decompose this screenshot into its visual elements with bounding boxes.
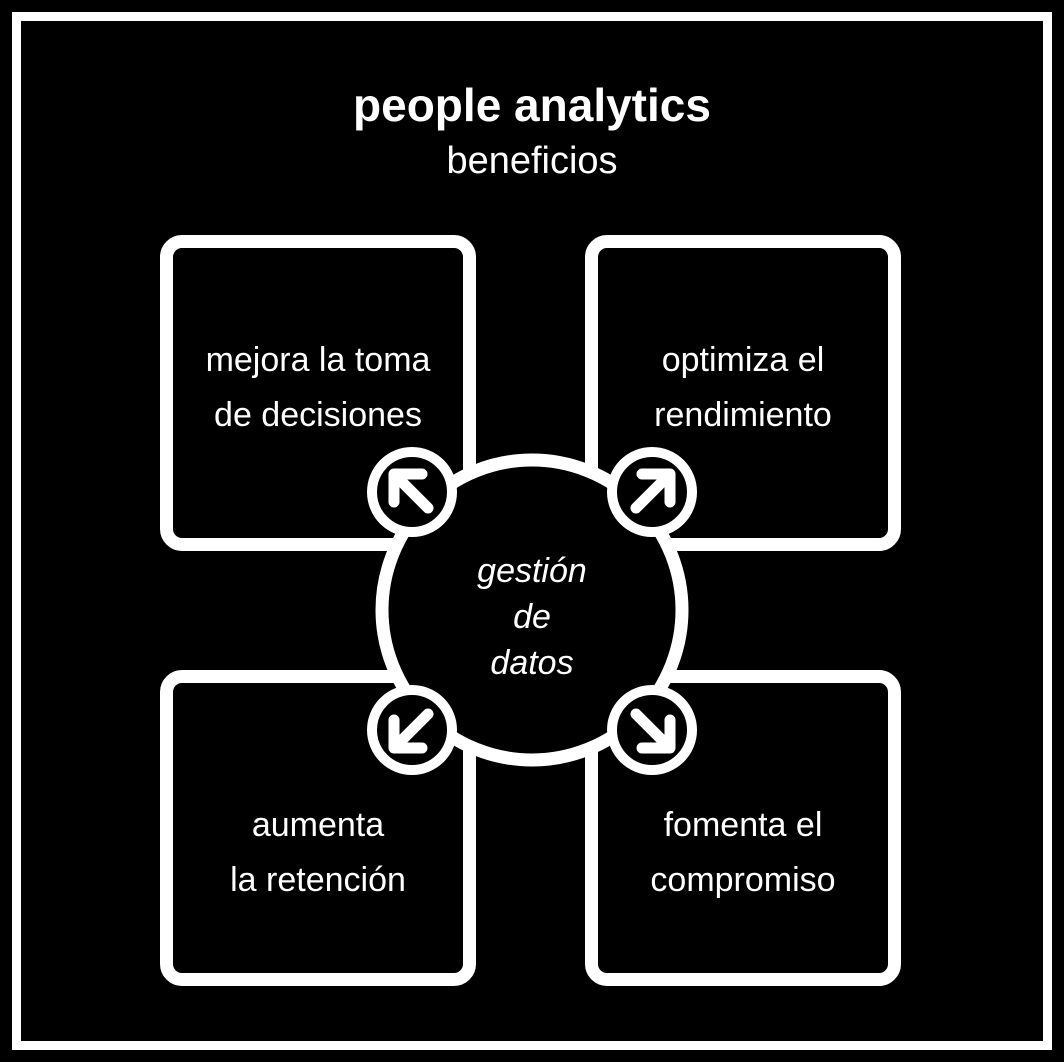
box-text-line: la retención: [230, 861, 406, 899]
center-circle: [375, 453, 689, 767]
box-text-line: rendimiento: [654, 396, 832, 434]
box-text-line: mejora la toma: [205, 341, 431, 379]
center-label: gestión de datos: [432, 548, 632, 686]
center-label-line: gestión: [477, 552, 587, 590]
box-text-line: aumenta: [251, 806, 385, 844]
diagram-title: people analytics: [353, 79, 711, 131]
box-text-line: optimiza el: [661, 341, 825, 379]
center-label-line: de: [513, 598, 551, 636]
box-text-line: de decisiones: [214, 396, 422, 434]
arrow-down-right-icon: [607, 685, 697, 775]
arrow-up-left-icon: [367, 447, 457, 537]
center-label-line: datos: [490, 644, 574, 682]
arrow-down-left-icon: [367, 685, 457, 775]
arrow-up-right-icon: [607, 447, 697, 537]
box-text-line: compromiso: [650, 861, 836, 899]
box-text-line: fomenta el: [663, 806, 823, 844]
diagram-subtitle: beneficios: [446, 140, 618, 182]
outer-frame: [12, 12, 1052, 1050]
